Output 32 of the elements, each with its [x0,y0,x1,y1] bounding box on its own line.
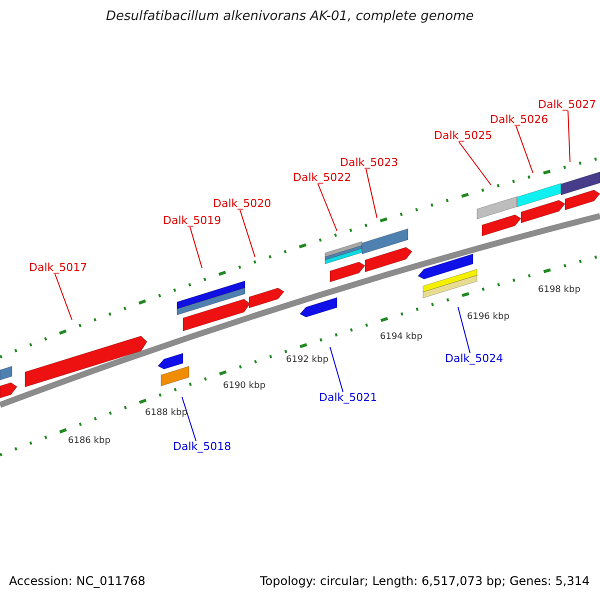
leader-line [516,126,534,174]
tick-label: 6196 kbp [467,311,510,323]
gene-label: Dalk_5022 [293,172,352,184]
leader-line [240,210,256,258]
leader-line [318,184,338,232]
tick-label: 6190 kbp [223,380,266,392]
leader-line [190,226,202,268]
leader-line [54,274,72,320]
tick-label: 6194 kbp [380,331,422,343]
gene-label: Dalk_5021 [319,392,378,404]
tick-label: 6186 kbp [68,435,110,447]
footer-text: Topology: circular; Length: 6,517,073 bp; Genes: 5,314 [260,575,590,587]
tick-label: 6198 kbp [538,284,580,296]
title: Desulfatibacillum alkenivorans AK-01, complete genome [106,11,474,23]
footer-text: Accession: NC_011768 [9,575,146,587]
gene-label: Dalk_5024 [445,353,504,365]
tick-label: 6192 kbp [286,354,328,366]
gene-label: Dalk_5026 [490,114,548,126]
leader-line [458,306,470,354]
gene-label: Dalk_5020 [213,198,272,210]
leader-line [568,110,570,162]
gene-label: Dalk_5025 [434,130,492,142]
leader-line [458,142,492,186]
gene-label: Dalk_5027 [538,99,596,111]
leader-line [330,346,344,392]
gene-label: Dalk_5017 [29,262,88,274]
leader-line [182,396,196,442]
gene-label: Dalk_5019 [163,215,222,227]
gene-label: Dalk_5018 [173,441,232,453]
leader-line [366,168,378,218]
tick-label: 6188 kbp [145,407,188,419]
gene-label: Dalk_5023 [340,157,398,169]
